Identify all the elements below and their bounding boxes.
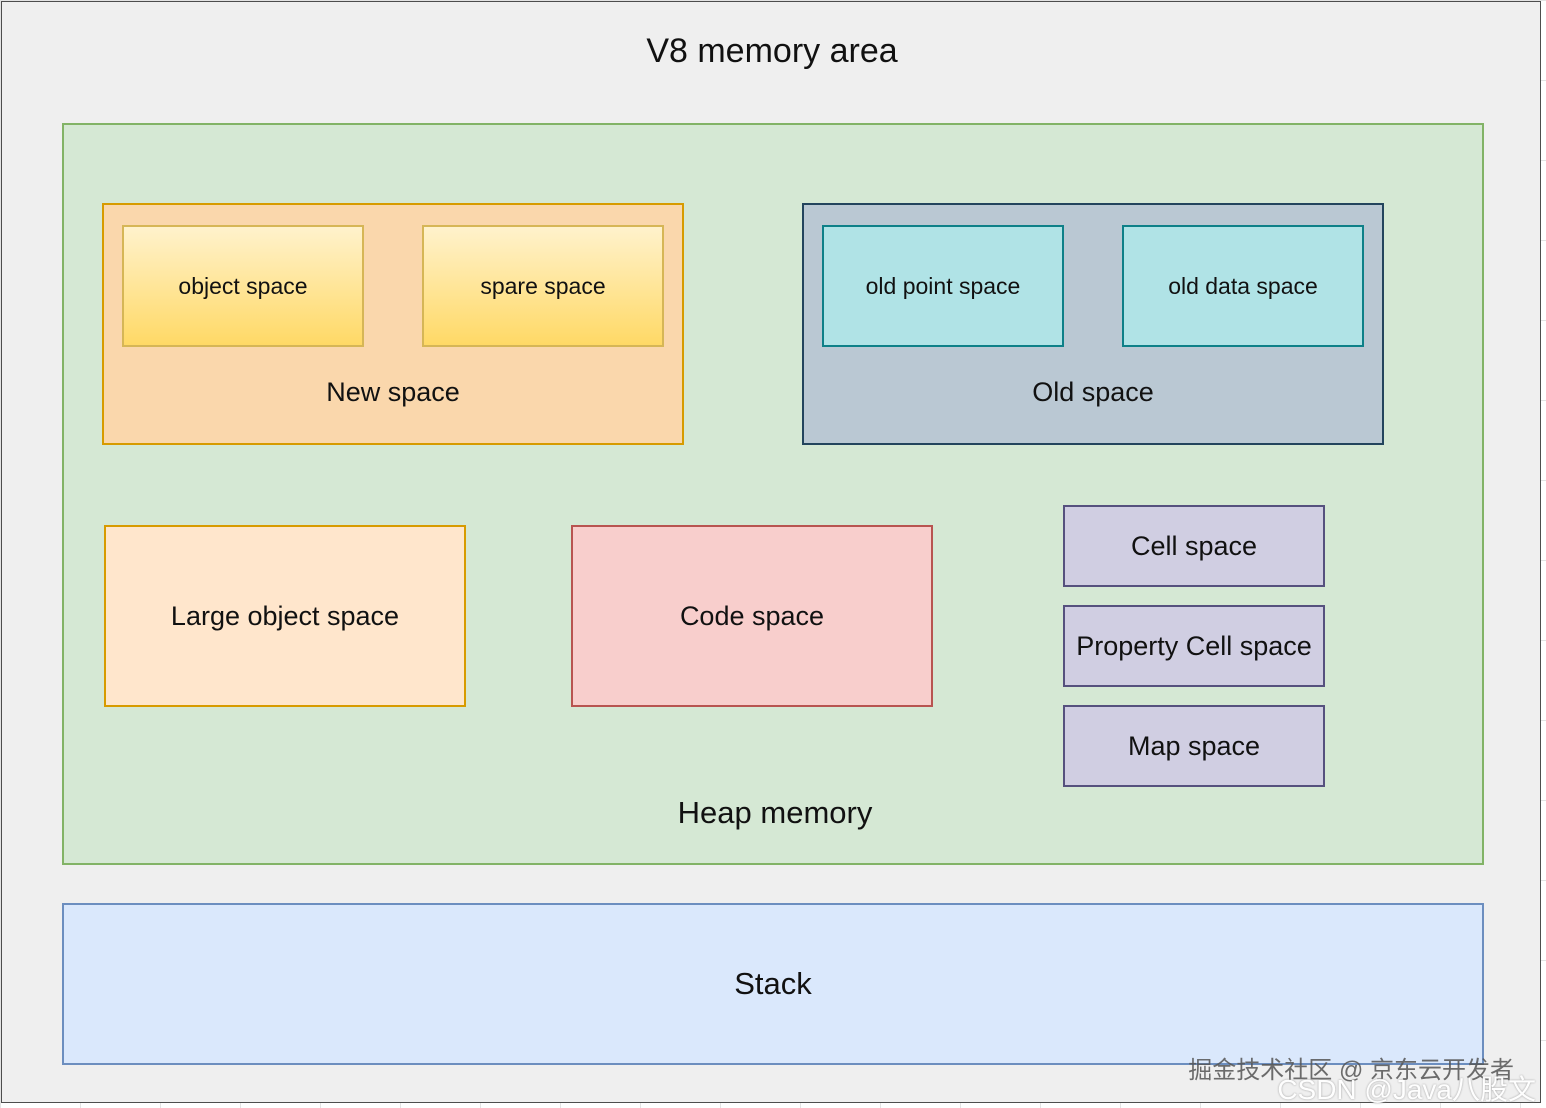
old-space-label: Old space [1032,377,1154,407]
large-object-space-box: Large object space [104,525,466,707]
property-cell-space-box: Property Cell space [1063,605,1325,687]
csdn-watermark: CSDN @Java八股文 [1277,1074,1536,1105]
map-space-box: Map space [1063,705,1325,787]
diagram-title: V8 memory area [646,32,898,70]
cell-space-box: Cell space [1063,505,1325,587]
old-point-space-box: old point space [822,225,1064,347]
juejin-watermark: 掘金技术社区 @ 京东云开发者 [1188,1057,1514,1084]
spare-space-box: spare space [422,225,664,347]
heap-memory-label: Heap memory [677,795,873,830]
code-space-box: Code space [571,525,933,707]
heap-memory-box: object space spare space New space old p… [62,123,1484,865]
stack-box: Stack [62,903,1484,1065]
new-space-label: New space [326,377,460,407]
old-data-space-box: old data space [1122,225,1364,347]
old-space-box: old point space old data space Old space [802,203,1384,445]
new-space-box: object space spare space New space [102,203,684,445]
object-space-box: object space [122,225,364,347]
